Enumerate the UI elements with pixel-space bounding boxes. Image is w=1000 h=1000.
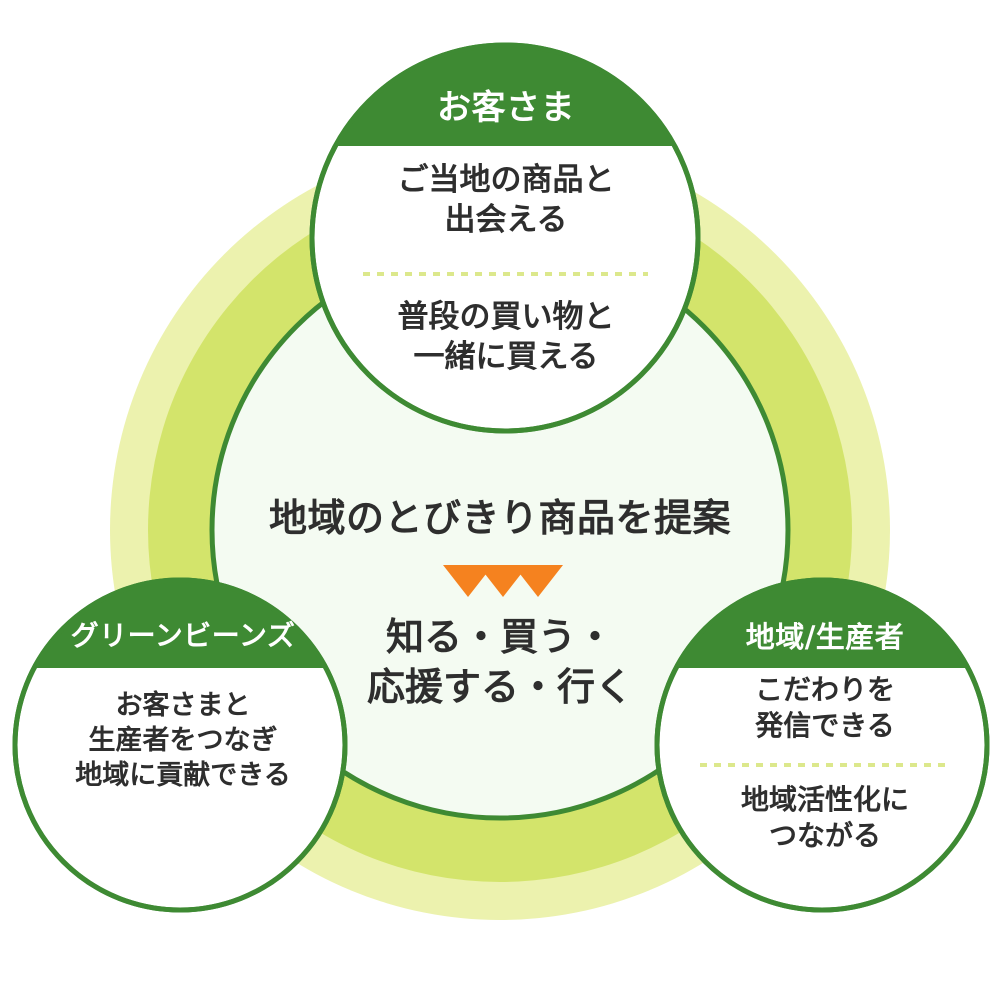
triangle-down-icon — [478, 565, 528, 597]
center-arrow-group — [443, 565, 563, 597]
triangle-down-icon — [443, 565, 493, 597]
triangle-down-icon — [513, 565, 563, 597]
node-customer[interactable] — [300, 30, 720, 434]
